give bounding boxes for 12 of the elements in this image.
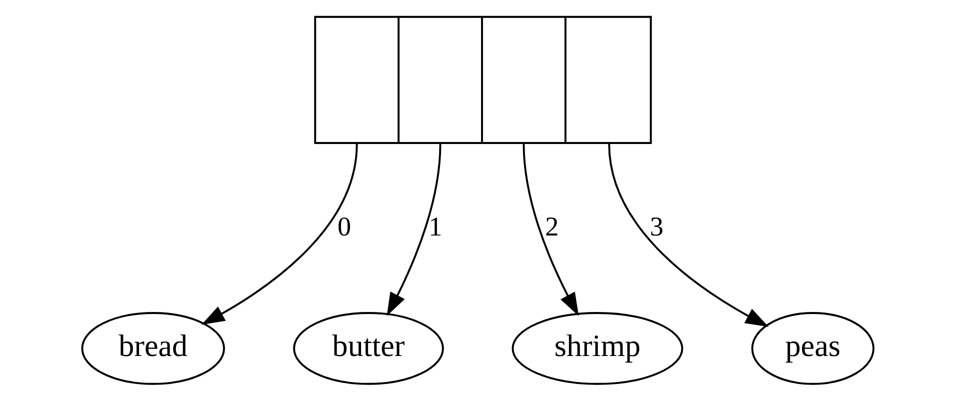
node-ellipse: shrimp	[511, 312, 683, 385]
node-ellipse: bread	[80, 312, 224, 385]
arrow	[200, 144, 358, 325]
arrow	[386, 144, 441, 316]
node-ellipse: peas	[750, 312, 874, 385]
edge-label: 0	[336, 212, 351, 242]
arrow	[522, 144, 578, 316]
edge-label: 1	[428, 212, 442, 242]
edge-label: 3	[649, 212, 663, 242]
edge-label: 2	[544, 212, 558, 242]
node-ellipse: butter	[292, 312, 444, 385]
arrow	[608, 144, 768, 327]
